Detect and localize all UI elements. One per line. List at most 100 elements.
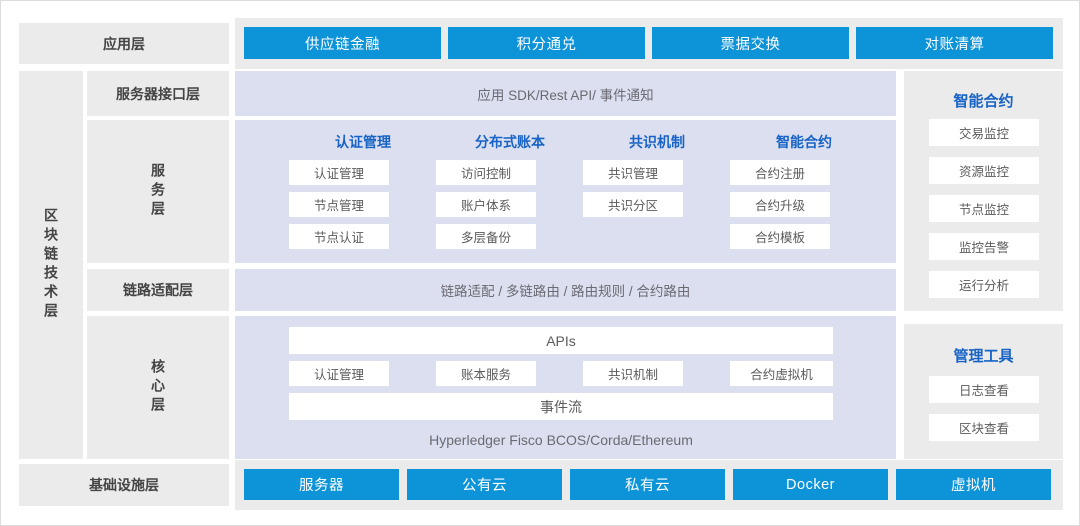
- core-apis-label: APIs: [546, 332, 576, 349]
- infra-tile-docker[interactable]: Docker: [733, 469, 888, 500]
- service-chip-auth-2[interactable]: 节点认证: [289, 224, 389, 249]
- service-chip-auth-0[interactable]: 认证管理: [289, 160, 389, 185]
- core-chip-label: 合约虚拟机: [750, 368, 813, 382]
- infra-tile-label: 私有云: [625, 478, 670, 494]
- side-panel-title: 智能合约: [904, 94, 1063, 109]
- app-tile-reconciliation-settlement[interactable]: 对账清算: [856, 27, 1053, 59]
- core-chip-label: 共识机制: [607, 368, 658, 382]
- service-column-title-auth: 认证管理: [289, 135, 437, 149]
- side-panel-items: 日志查看 区块查看: [929, 376, 1039, 441]
- service-chip-consensus-0[interactable]: 共识管理: [583, 160, 683, 185]
- service-chip-label: 账户体系: [460, 199, 511, 213]
- core-chip-label: 认证管理: [313, 368, 364, 382]
- server-interface-layer-label: 服务器接口层: [116, 85, 200, 102]
- service-chip-auth-1[interactable]: 节点管理: [289, 192, 389, 217]
- side-panel-smart-contract: 智能合约 交易监控 资源监控 节点监控 监控告警 运行分析: [904, 71, 1063, 311]
- core-layer-panel: APIs 认证管理 账本服务 共识机制 合约虚拟机 事件流 Hyperledge…: [235, 316, 896, 459]
- app-tile-label: 票据交换: [720, 36, 781, 53]
- blockchain-tech-layer-rail: 区块链技术层: [19, 71, 83, 459]
- link-adaptation-layer-band: 链路适配 / 多链路由 / 路由规则 / 合约路由: [235, 269, 896, 311]
- server-interface-band-text: 应用 SDK/Rest API/ 事件通知: [477, 87, 654, 103]
- core-event-stream-label: 事件流: [540, 398, 582, 415]
- service-chip-contract-1[interactable]: 合约升级: [730, 192, 830, 217]
- service-chip-ledger-1[interactable]: 账户体系: [436, 192, 536, 217]
- core-chip-auth[interactable]: 认证管理: [289, 361, 389, 386]
- infra-tile-public-cloud[interactable]: 公有云: [407, 469, 562, 500]
- service-column-title: 共识机制: [629, 134, 685, 150]
- side-chip-label: 监控告警: [958, 241, 1009, 255]
- side-chip-label: 区块查看: [958, 422, 1009, 436]
- service-chip-ledger-0[interactable]: 访问控制: [436, 160, 536, 185]
- side-panel-title-text: 智能合约: [953, 93, 1014, 110]
- side-chip-monitor-alarm[interactable]: 监控告警: [929, 233, 1039, 260]
- service-layer-panel: 认证管理 认证管理 节点管理 节点认证 分布式账本 访问控制 账户体系 多层备份…: [235, 120, 896, 263]
- side-chip-resource-monitor[interactable]: 资源监控: [929, 157, 1039, 184]
- app-tile-supply-chain-finance[interactable]: 供应链金融: [244, 27, 441, 59]
- service-chip-label: 共识管理: [607, 167, 658, 181]
- service-chip-contract-2[interactable]: 合约模板: [730, 224, 830, 249]
- link-adaptation-layer-label-box: 链路适配层: [87, 269, 229, 311]
- app-tile-label: 供应链金融: [305, 36, 380, 53]
- side-chip-label: 日志查看: [958, 384, 1009, 398]
- service-chip-consensus-1[interactable]: 共识分区: [583, 192, 683, 217]
- infra-tile-label: Docker: [786, 476, 835, 493]
- infra-tile-label: 服务器: [299, 478, 344, 494]
- service-chip-label: 节点认证: [313, 231, 364, 245]
- side-chip-log-viewer[interactable]: 日志查看: [929, 376, 1039, 403]
- side-chip-node-monitor[interactable]: 节点监控: [929, 195, 1039, 222]
- service-chip-contract-0[interactable]: 合约注册: [730, 160, 830, 185]
- side-panel-title: 管理工具: [904, 349, 1063, 364]
- service-column-title-ledger: 分布式账本: [436, 135, 584, 149]
- service-chip-label: 合约模板: [754, 231, 805, 245]
- app-tile-label: 积分通兑: [516, 36, 577, 53]
- side-panel-items: 交易监控 资源监控 节点监控 监控告警 运行分析: [929, 119, 1039, 298]
- application-layer-label: 应用层: [103, 35, 145, 52]
- core-event-stream-bar[interactable]: 事件流: [289, 393, 833, 420]
- service-layer-label: 服务层: [150, 163, 166, 220]
- side-chip-block-viewer[interactable]: 区块查看: [929, 414, 1039, 441]
- service-chip-label: 多层备份: [460, 231, 511, 245]
- side-chip-runtime-analysis[interactable]: 运行分析: [929, 271, 1039, 298]
- service-column-title: 认证管理: [335, 134, 391, 150]
- service-chip-label: 访问控制: [460, 167, 511, 181]
- service-column-title-smart-contract: 智能合约: [730, 135, 878, 149]
- core-apis-bar[interactable]: APIs: [289, 327, 833, 354]
- infra-tile-virtual-machine[interactable]: 虚拟机: [896, 469, 1051, 500]
- service-chip-ledger-2[interactable]: 多层备份: [436, 224, 536, 249]
- core-layer-label-box: 核心层: [87, 316, 229, 459]
- core-chip-contract-vm[interactable]: 合约虚拟机: [730, 361, 833, 386]
- core-chip-label: 账本服务: [460, 368, 511, 382]
- infrastructure-layer-label: 基础设施层: [89, 477, 159, 493]
- service-layer-label-box: 服务层: [87, 120, 229, 263]
- service-column-title: 智能合约: [776, 134, 832, 150]
- infra-tile-private-cloud[interactable]: 私有云: [570, 469, 725, 500]
- infra-tile-server[interactable]: 服务器: [244, 469, 399, 500]
- link-adaptation-band-text: 链路适配 / 多链路由 / 路由规则 / 合约路由: [440, 284, 691, 299]
- infrastructure-layer-label-box: 基础设施层: [19, 464, 229, 506]
- server-interface-layer-label-box: 服务器接口层: [87, 71, 229, 116]
- application-layer-label-box: 应用层: [19, 23, 229, 64]
- server-interface-layer-band: 应用 SDK/Rest API/ 事件通知: [235, 71, 896, 116]
- app-tile-points-exchange[interactable]: 积分通兑: [448, 27, 645, 59]
- service-chip-label: 共识分区: [607, 199, 658, 213]
- blockchain-tech-layer-label: 区块链技术层: [43, 208, 59, 322]
- core-chip-ledger-service[interactable]: 账本服务: [436, 361, 536, 386]
- service-chip-label: 认证管理: [313, 167, 364, 181]
- side-chip-transaction-monitor[interactable]: 交易监控: [929, 119, 1039, 146]
- side-chip-label: 节点监控: [958, 203, 1009, 217]
- core-platform-footer: Hyperledger Fisco BCOS/Corda/Ethereum: [289, 426, 833, 454]
- app-tile-bill-exchange[interactable]: 票据交换: [652, 27, 849, 59]
- service-chip-label: 合约注册: [754, 167, 805, 181]
- link-adaptation-layer-label: 链路适配层: [123, 282, 193, 298]
- core-layer-label: 核心层: [150, 359, 166, 416]
- service-chip-label: 节点管理: [313, 199, 364, 213]
- side-chip-label: 运行分析: [958, 279, 1009, 293]
- service-column-title-consensus: 共识机制: [583, 135, 731, 149]
- side-panel-management-tools: 管理工具 日志查看 区块查看: [904, 324, 1063, 459]
- infra-tile-label: 虚拟机: [951, 478, 996, 494]
- infrastructure-layer-strip: 服务器 公有云 私有云 Docker 虚拟机: [235, 460, 1063, 510]
- core-chip-consensus[interactable]: 共识机制: [583, 361, 683, 386]
- side-panel-title-text: 管理工具: [953, 348, 1014, 365]
- service-chip-label: 合约升级: [754, 199, 805, 213]
